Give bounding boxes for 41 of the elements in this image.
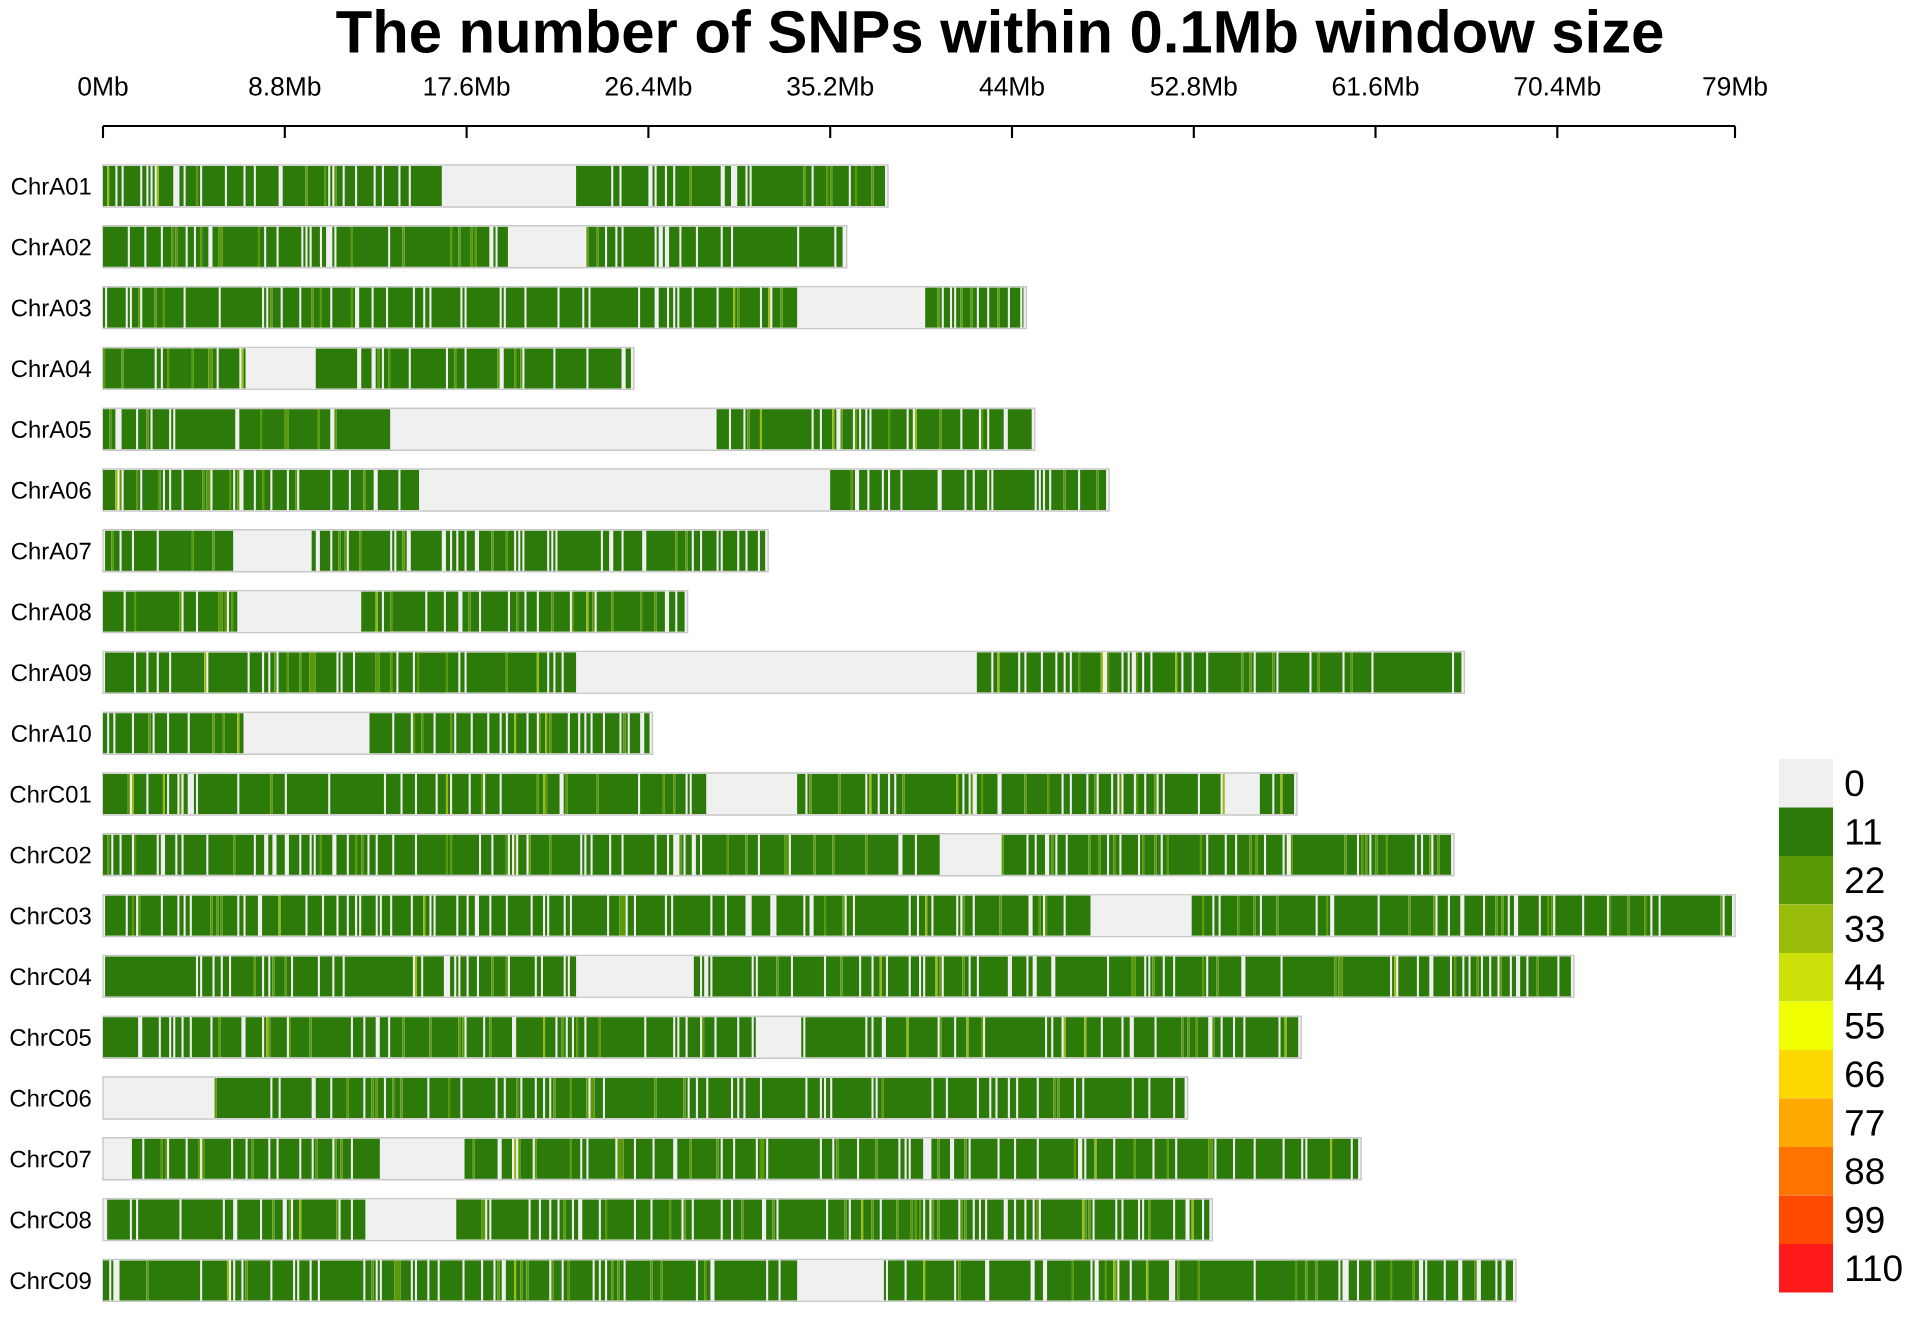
chromosome-label: ChrA06 — [11, 481, 91, 499]
chromosome-label: ChrA05 — [11, 420, 91, 438]
legend-label: 88 — [1845, 1158, 1884, 1185]
chromosome-label: ChrC08 — [10, 1210, 91, 1229]
chromosome-label: ChrA04 — [11, 359, 92, 378]
tick-label: 0Mb — [78, 76, 128, 96]
tick-label: 44Mb — [979, 76, 1044, 96]
chromosome-label: ChrA03 — [11, 298, 91, 317]
chromosome-label: ChrA10 — [11, 724, 91, 742]
chromosome-label: ChrA01 — [11, 177, 91, 195]
chromosome-label: ChrA09 — [11, 663, 91, 682]
chromosome-label: ChrC05 — [10, 1028, 91, 1046]
legend-label: 11 — [1847, 819, 1881, 845]
tick-label: 79Mb — [1703, 76, 1767, 96]
legend-label: 22 — [1846, 867, 1884, 894]
chromosome-label: ChrC09 — [10, 1271, 91, 1290]
chromosome-label: ChrA08 — [11, 602, 91, 621]
legend-label: 55 — [1845, 1012, 1884, 1039]
legend-label: 99 — [1845, 1206, 1884, 1233]
legend-label: 77 — [1846, 1110, 1884, 1136]
chromosome-label: ChrC04 — [10, 967, 92, 986]
tick-label: 26.4Mb — [605, 76, 692, 96]
chart-title: The number of SNPs within 0.1Mb window size — [336, 9, 1663, 53]
chromosome-label: ChrC06 — [10, 1089, 91, 1107]
legend-label: 0 — [1845, 770, 1864, 797]
tick-label: 61.6Mb — [1332, 76, 1419, 96]
chromosome-label: ChrC01 — [10, 785, 91, 803]
chromosome-label: ChrC03 — [10, 906, 91, 925]
legend-label: 33 — [1845, 915, 1884, 942]
legend-label: 110 — [1847, 1255, 1902, 1282]
tick-label: 8.8Mb — [249, 76, 321, 96]
legend-label: 66 — [1846, 1061, 1884, 1088]
tick-label: 70.4Mb — [1514, 76, 1601, 96]
tick-label: 52.8Mb — [1150, 76, 1237, 96]
chromosome-label: ChrC02 — [10, 846, 91, 864]
tick-label: 35.2Mb — [787, 76, 874, 96]
chromosome-label: ChrC07 — [10, 1150, 91, 1168]
tick-label: 17.6Mb — [424, 76, 510, 96]
chromosome-label: ChrA02 — [11, 238, 91, 256]
legend-label: 44 — [1845, 964, 1885, 990]
chromosome-label: ChrA07 — [11, 542, 91, 560]
